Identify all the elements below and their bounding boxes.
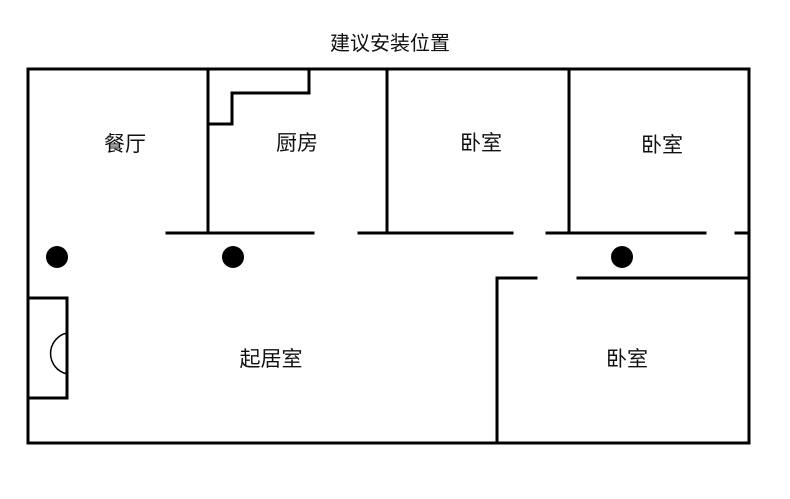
door-arc	[49, 332, 68, 375]
room-label-kitchen: 厨房	[276, 131, 318, 155]
room-label-living: 起居室	[240, 347, 303, 371]
room-label-bedroom-1: 卧室	[460, 131, 502, 155]
install-marker-bedroom	[611, 246, 633, 268]
room-label-dining: 餐厅	[104, 132, 146, 156]
install-markers	[46, 246, 633, 268]
walls	[26, 67, 751, 445]
install-marker-dining	[46, 246, 68, 268]
room-label-bedroom-2: 卧室	[641, 133, 683, 157]
kitchen-counter	[206, 67, 311, 126]
install-marker-kitchen	[222, 246, 244, 268]
diagram-title: 建议安装位置	[330, 31, 450, 55]
room-label-bedroom-3: 卧室	[606, 347, 648, 371]
entrance-box	[26, 296, 69, 400]
